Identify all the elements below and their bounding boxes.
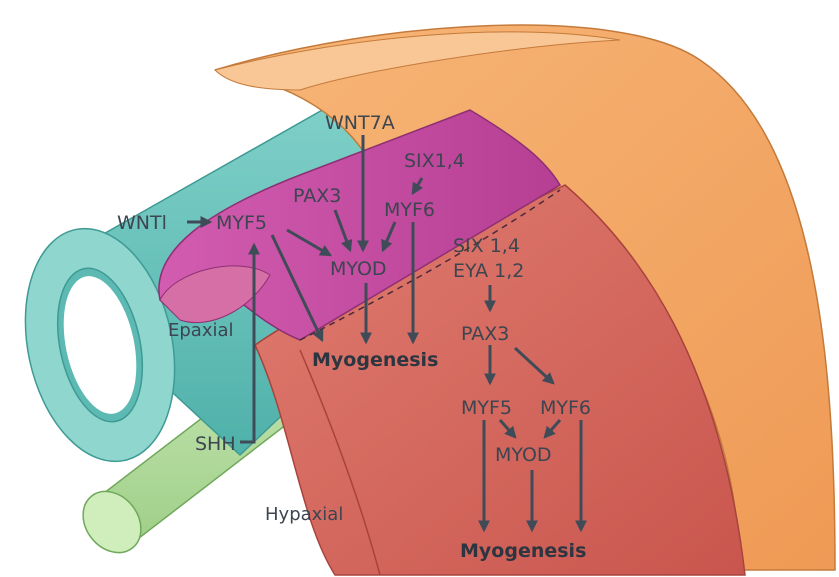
epaxial-myogenesis-label: Myogenesis [312,349,438,371]
shh-label: SHH [195,433,236,455]
epaxial-label: Epaxial [168,320,234,341]
hypaxial-label: Hypaxial [265,504,343,525]
epaxial-six14-label: SIX1,4 [404,150,465,172]
hypaxial-myogenesis-label: Myogenesis [460,540,586,562]
hypaxial-myod-label: MYOD [495,444,552,466]
hypaxial-myf6-label: MYF6 [540,397,591,419]
hypaxial-six14-label: SIX 1,4 [453,235,520,257]
wnt7a-label: WNT7A [325,112,395,134]
epaxial-pax3-label: PAX3 [293,185,341,207]
epaxial-myf5-label: MYF5 [216,212,267,234]
wnt1-label: WNTl [117,212,167,234]
epaxial-myf6-label: MYF6 [384,199,435,221]
hypaxial-myf5-label: MYF5 [461,397,512,419]
epaxial-myod-label: MYOD [330,258,387,280]
hypaxial-pax3-label: PAX3 [461,323,509,345]
eya12-label: EYA 1,2 [453,260,524,282]
